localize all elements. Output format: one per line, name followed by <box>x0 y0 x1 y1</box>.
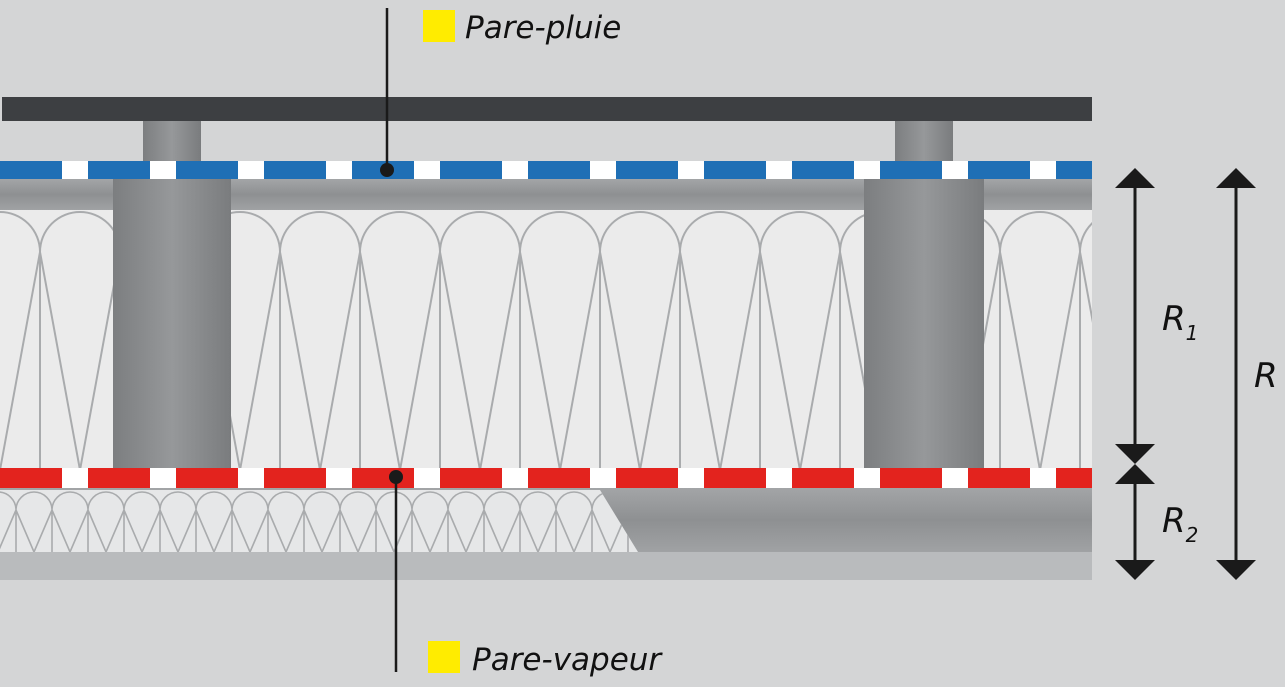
vapour-barrier-point <box>389 470 403 484</box>
rain-barrier-point <box>380 163 394 177</box>
rafter-right <box>864 179 984 469</box>
r-total-label: R <box>1254 356 1278 396</box>
rain-barrier-membrane <box>0 161 1092 179</box>
rain-barrier-label: Pare-pluie <box>465 10 621 46</box>
lower-insulation-layer <box>0 490 638 552</box>
cladding-board <box>2 97 1092 121</box>
vapour-barrier-label: Pare-vapeur <box>472 642 663 678</box>
vapour-barrier-marker <box>428 641 460 673</box>
r-total-dimension-arrow <box>1216 168 1256 580</box>
r2-label: R2 <box>1162 501 1198 547</box>
batten-left <box>143 121 201 161</box>
rain-barrier-marker <box>423 10 455 42</box>
r1-dimension-arrow <box>1115 168 1155 464</box>
vapour-barrier-membrane <box>0 468 1092 488</box>
ceiling-board <box>0 552 1092 580</box>
rafter-left <box>113 179 231 469</box>
batten-right <box>895 121 953 161</box>
r1-label: R1 <box>1162 299 1198 345</box>
r2-dimension-arrow <box>1115 464 1155 580</box>
